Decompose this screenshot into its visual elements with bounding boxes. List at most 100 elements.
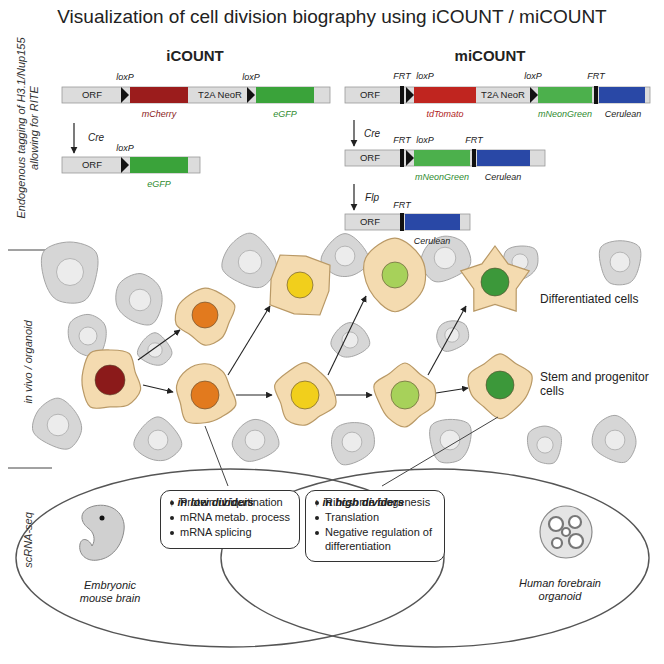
organoid-rosette: [552, 538, 562, 548]
go-term: Translation: [314, 511, 436, 524]
tag-label: eGFP: [273, 109, 297, 119]
labelled-cell: [270, 255, 330, 315]
fluorescent-nucleus: [391, 381, 419, 409]
cell-type-label: Differentiated cells: [540, 293, 658, 307]
recombination-arrow: [73, 123, 74, 153]
recombination-arrow: [353, 120, 354, 146]
site-label: FRT: [393, 135, 410, 145]
construct-bar: [62, 157, 200, 173]
lineage-arrow: [328, 296, 366, 375]
go-term-box: ↑ in low dividersProtein ubiquitinationm…: [160, 490, 300, 549]
background-nucleus: [245, 430, 265, 450]
orf-label: ORF: [360, 217, 380, 228]
background-cell: [331, 423, 374, 465]
background-cell: [32, 398, 81, 449]
tag-label: mNeonGreen: [538, 109, 592, 119]
section-label: Endogenous tagging of H3.1/Nup155 allowi…: [15, 21, 40, 236]
diagram-title: Visualization of cell division biography…: [0, 6, 664, 28]
background-nucleus: [129, 289, 151, 311]
tag-segment: [414, 87, 476, 103]
construct-bar: [345, 150, 545, 166]
background-cell: [134, 417, 182, 461]
bullet: [315, 501, 319, 505]
tag-segment: [414, 150, 470, 166]
bullet: [170, 501, 174, 505]
cassette-label: T2A NeoR: [198, 90, 242, 101]
background-nucleus: [79, 327, 97, 345]
tag-label: Cerulean: [414, 236, 451, 246]
background-nucleus: [335, 246, 355, 266]
background-cell: [527, 426, 561, 464]
fluorescent-nucleus: [95, 365, 125, 395]
lineage-arrow: [436, 388, 468, 393]
tag-label: mNeonGreen: [415, 172, 469, 182]
embryo-eye: [100, 516, 105, 521]
loxp-site: [530, 87, 538, 103]
background-cell: [430, 419, 472, 462]
background-nucleus: [342, 432, 362, 452]
background-cell: [592, 415, 636, 462]
go-term: Negative regulation of differentiation: [314, 526, 436, 552]
lineage-arrow: [143, 385, 173, 392]
background-nucleus: [148, 343, 162, 357]
recombinase-label: Flp: [365, 192, 379, 204]
loxp-site: [247, 87, 255, 103]
labelled-cell: [364, 238, 426, 312]
frt-site: [400, 213, 404, 231]
mouse-embryo-icon: [80, 505, 124, 560]
labelled-cell: [374, 363, 436, 427]
construct-title: miCOUNT: [455, 47, 526, 64]
go-term: Ribosome biogenesis: [314, 496, 436, 509]
tag-segment: [477, 150, 530, 166]
background-nucleus: [57, 259, 84, 286]
organoid-rosette: [569, 534, 583, 548]
site-label: FRT: [465, 135, 482, 145]
background-nucleus: [238, 250, 261, 273]
background-nucleus: [605, 430, 625, 450]
lineage-arrow: [236, 394, 272, 395]
construct-bar: [62, 87, 330, 103]
dataset-label: Human forebrain organoid: [510, 577, 610, 602]
organoid-icon: [540, 506, 592, 558]
background-nucleus: [47, 414, 69, 436]
ellipse-outline: [221, 469, 649, 647]
organoid-rosette: [562, 528, 570, 536]
orf-label: ORF: [82, 90, 102, 101]
fluorescent-nucleus: [486, 371, 514, 399]
lineage-arrow: [228, 306, 270, 375]
labelled-cell: [176, 364, 236, 424]
tag-segment: [405, 214, 460, 230]
site-label: loxP: [416, 71, 434, 81]
background-nucleus: [610, 252, 630, 272]
frt-site: [594, 86, 598, 104]
lineage-arrow: [336, 394, 372, 395]
fluorescent-nucleus: [382, 262, 408, 288]
frt-site: [400, 86, 404, 104]
ellipse-outline: [16, 469, 444, 647]
construct-bar: [345, 87, 650, 103]
site-label: FRT: [587, 71, 604, 81]
site-label: loxP: [242, 72, 260, 82]
tag-label: mCherry: [142, 109, 177, 119]
leader-line: [205, 426, 228, 486]
cassette-label: T2A NeoR: [481, 90, 525, 101]
labelled-cell: [82, 350, 141, 408]
lineage-arrow: [428, 306, 466, 375]
labelled-cell: [175, 288, 235, 345]
tag-label: tdTomato: [426, 109, 463, 119]
bullet: [170, 531, 174, 535]
organoid-outline: [540, 506, 592, 558]
frt-site: [472, 149, 476, 167]
background-nucleus: [440, 430, 460, 450]
tag-label: Cerulean: [485, 172, 522, 182]
loxp-site: [406, 87, 414, 103]
bullet: [170, 516, 174, 520]
background-nucleus: [537, 437, 553, 453]
loxp-site: [121, 157, 129, 173]
fluorescent-nucleus: [481, 268, 509, 296]
tag-segment: [599, 87, 645, 103]
embryo-outline: [80, 505, 124, 560]
site-label: loxP: [416, 135, 434, 145]
tag-label: Cerulean: [605, 109, 642, 119]
site-label: loxP: [524, 71, 542, 81]
